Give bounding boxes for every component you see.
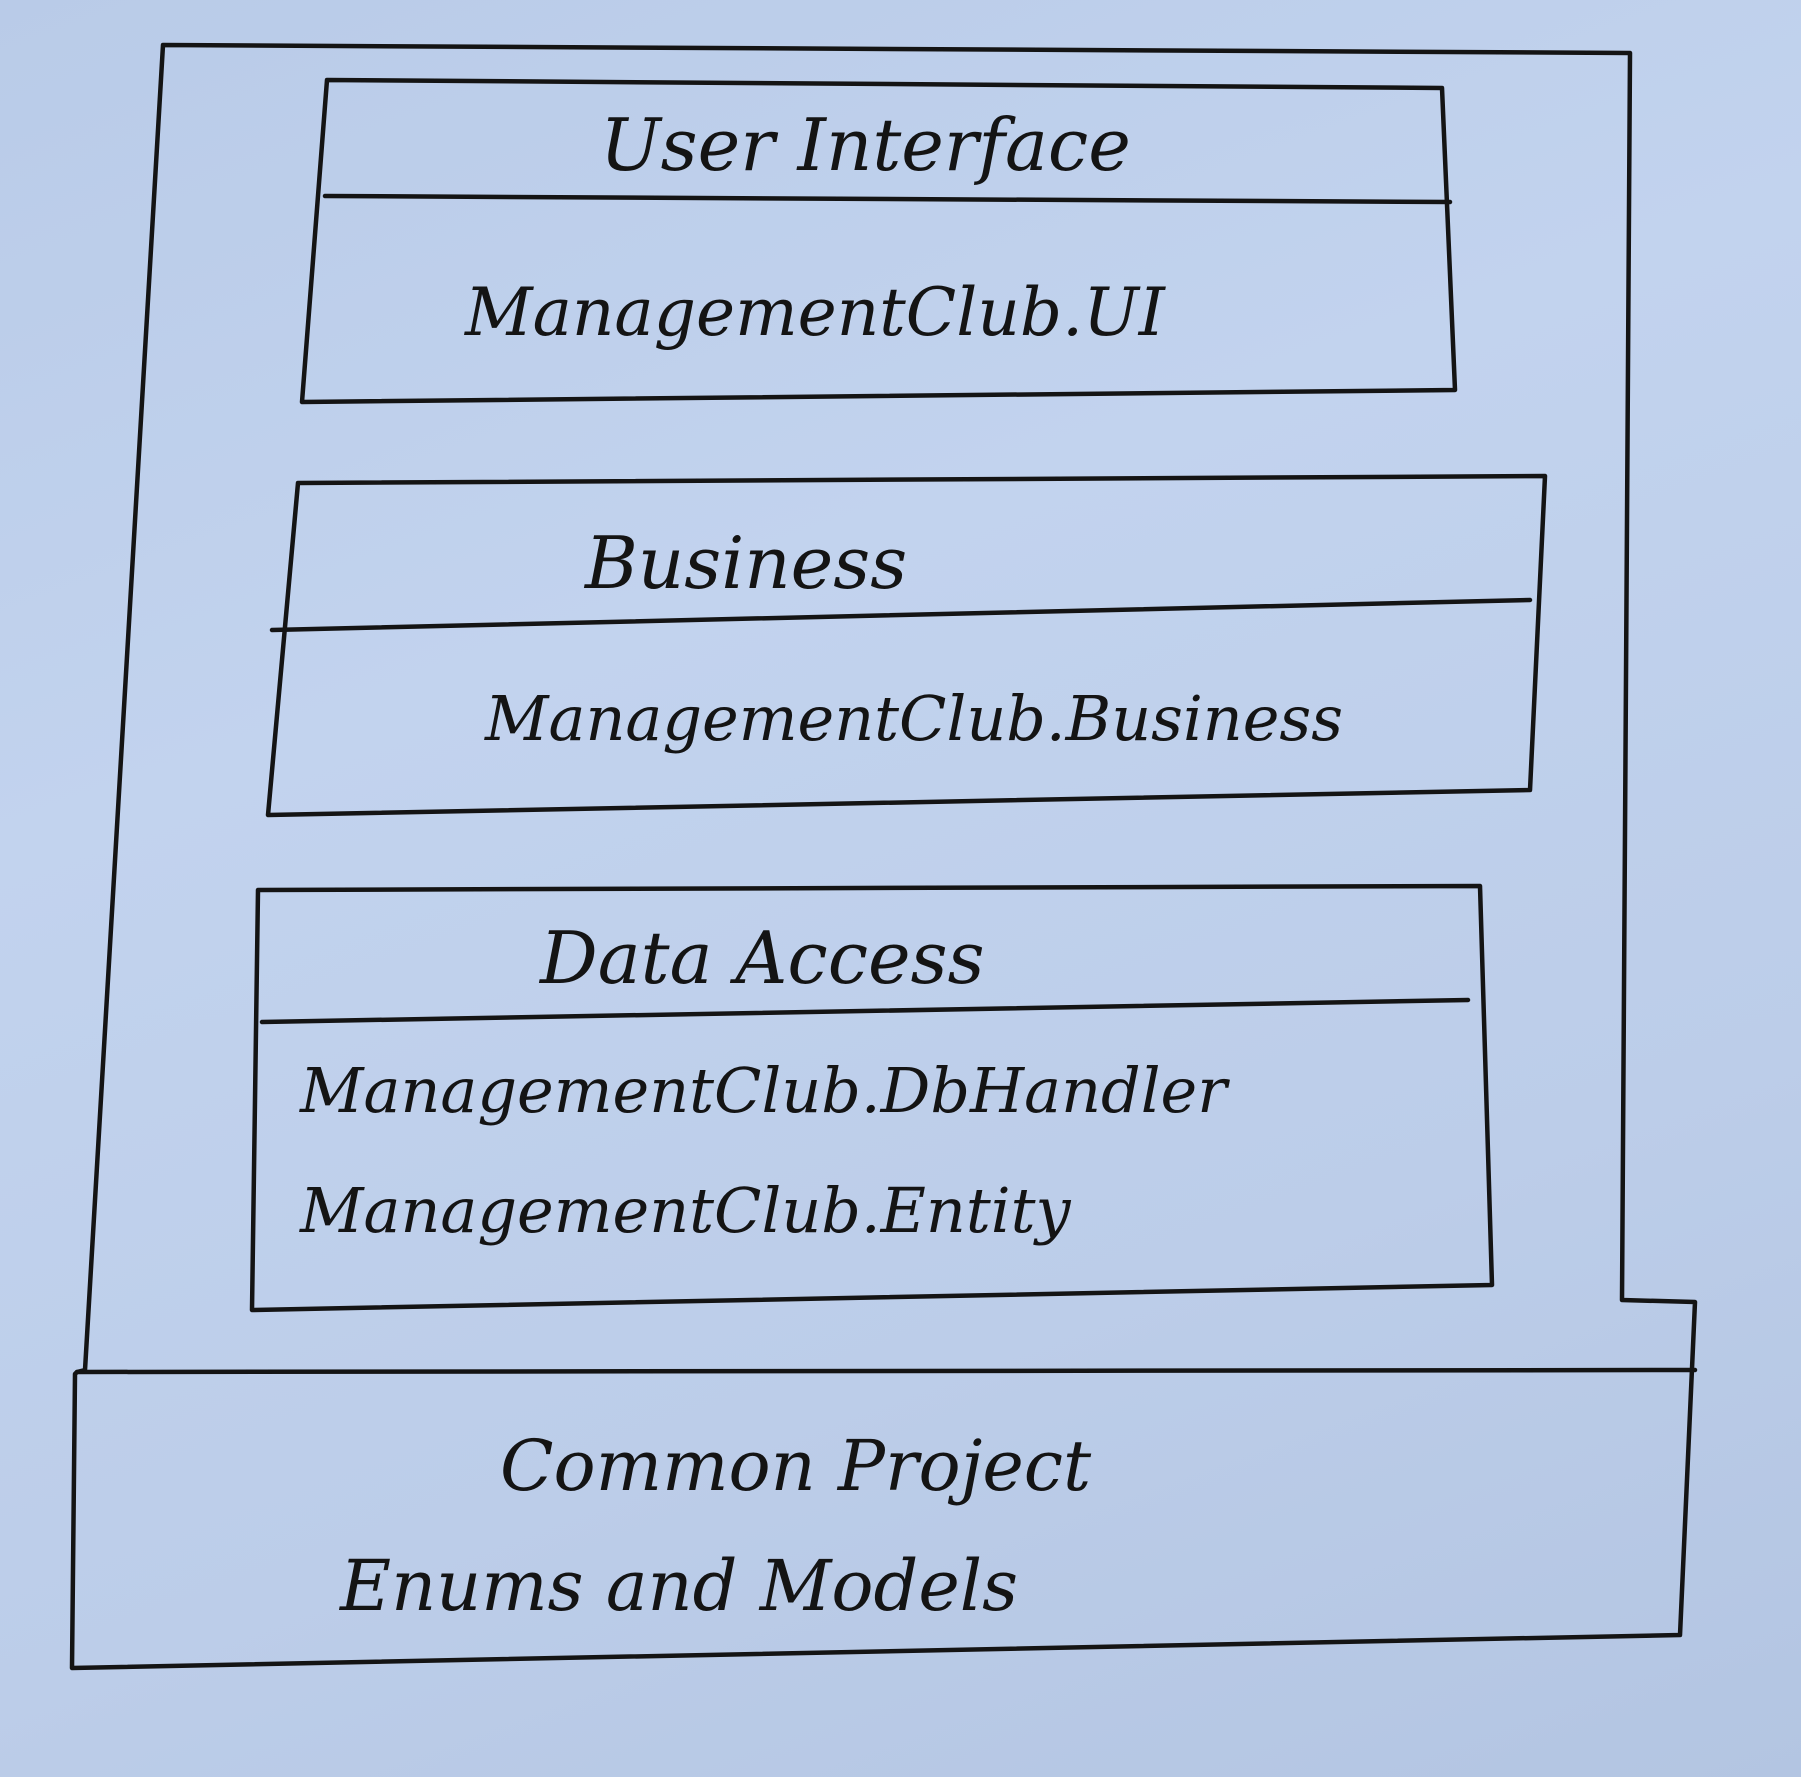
layer-box [299, 77, 1458, 405]
common-project: Common Project Enums and Models [338, 1425, 1092, 1627]
layer-divider [322, 193, 1453, 205]
common-subtitle: Enums and Models [338, 1545, 1018, 1627]
layer-title: User Interface [600, 103, 1131, 187]
common-divider [74, 1367, 1698, 1375]
layer-title: Business [583, 521, 907, 605]
layer-business: Business ManagementClub.Business [265, 473, 1548, 818]
layer-project: ManagementClub.Business [484, 682, 1343, 755]
common-title: Common Project [500, 1425, 1092, 1507]
layer-divider [259, 997, 1471, 1025]
layer-project: ManagementClub.UI [464, 274, 1167, 351]
layer-data-access: Data Access ManagementClub.DbHandler Man… [249, 883, 1495, 1313]
layer-project: ManagementClub.DbHandler [299, 1054, 1230, 1127]
layer-title: Data Access [538, 916, 985, 1000]
layer-divider [269, 597, 1533, 633]
layer-user-interface: User Interface ManagementClub.UI [299, 77, 1458, 405]
layer-project: ManagementClub.Entity [299, 1174, 1071, 1247]
layer-box [265, 473, 1548, 818]
layer-box [249, 883, 1495, 1313]
